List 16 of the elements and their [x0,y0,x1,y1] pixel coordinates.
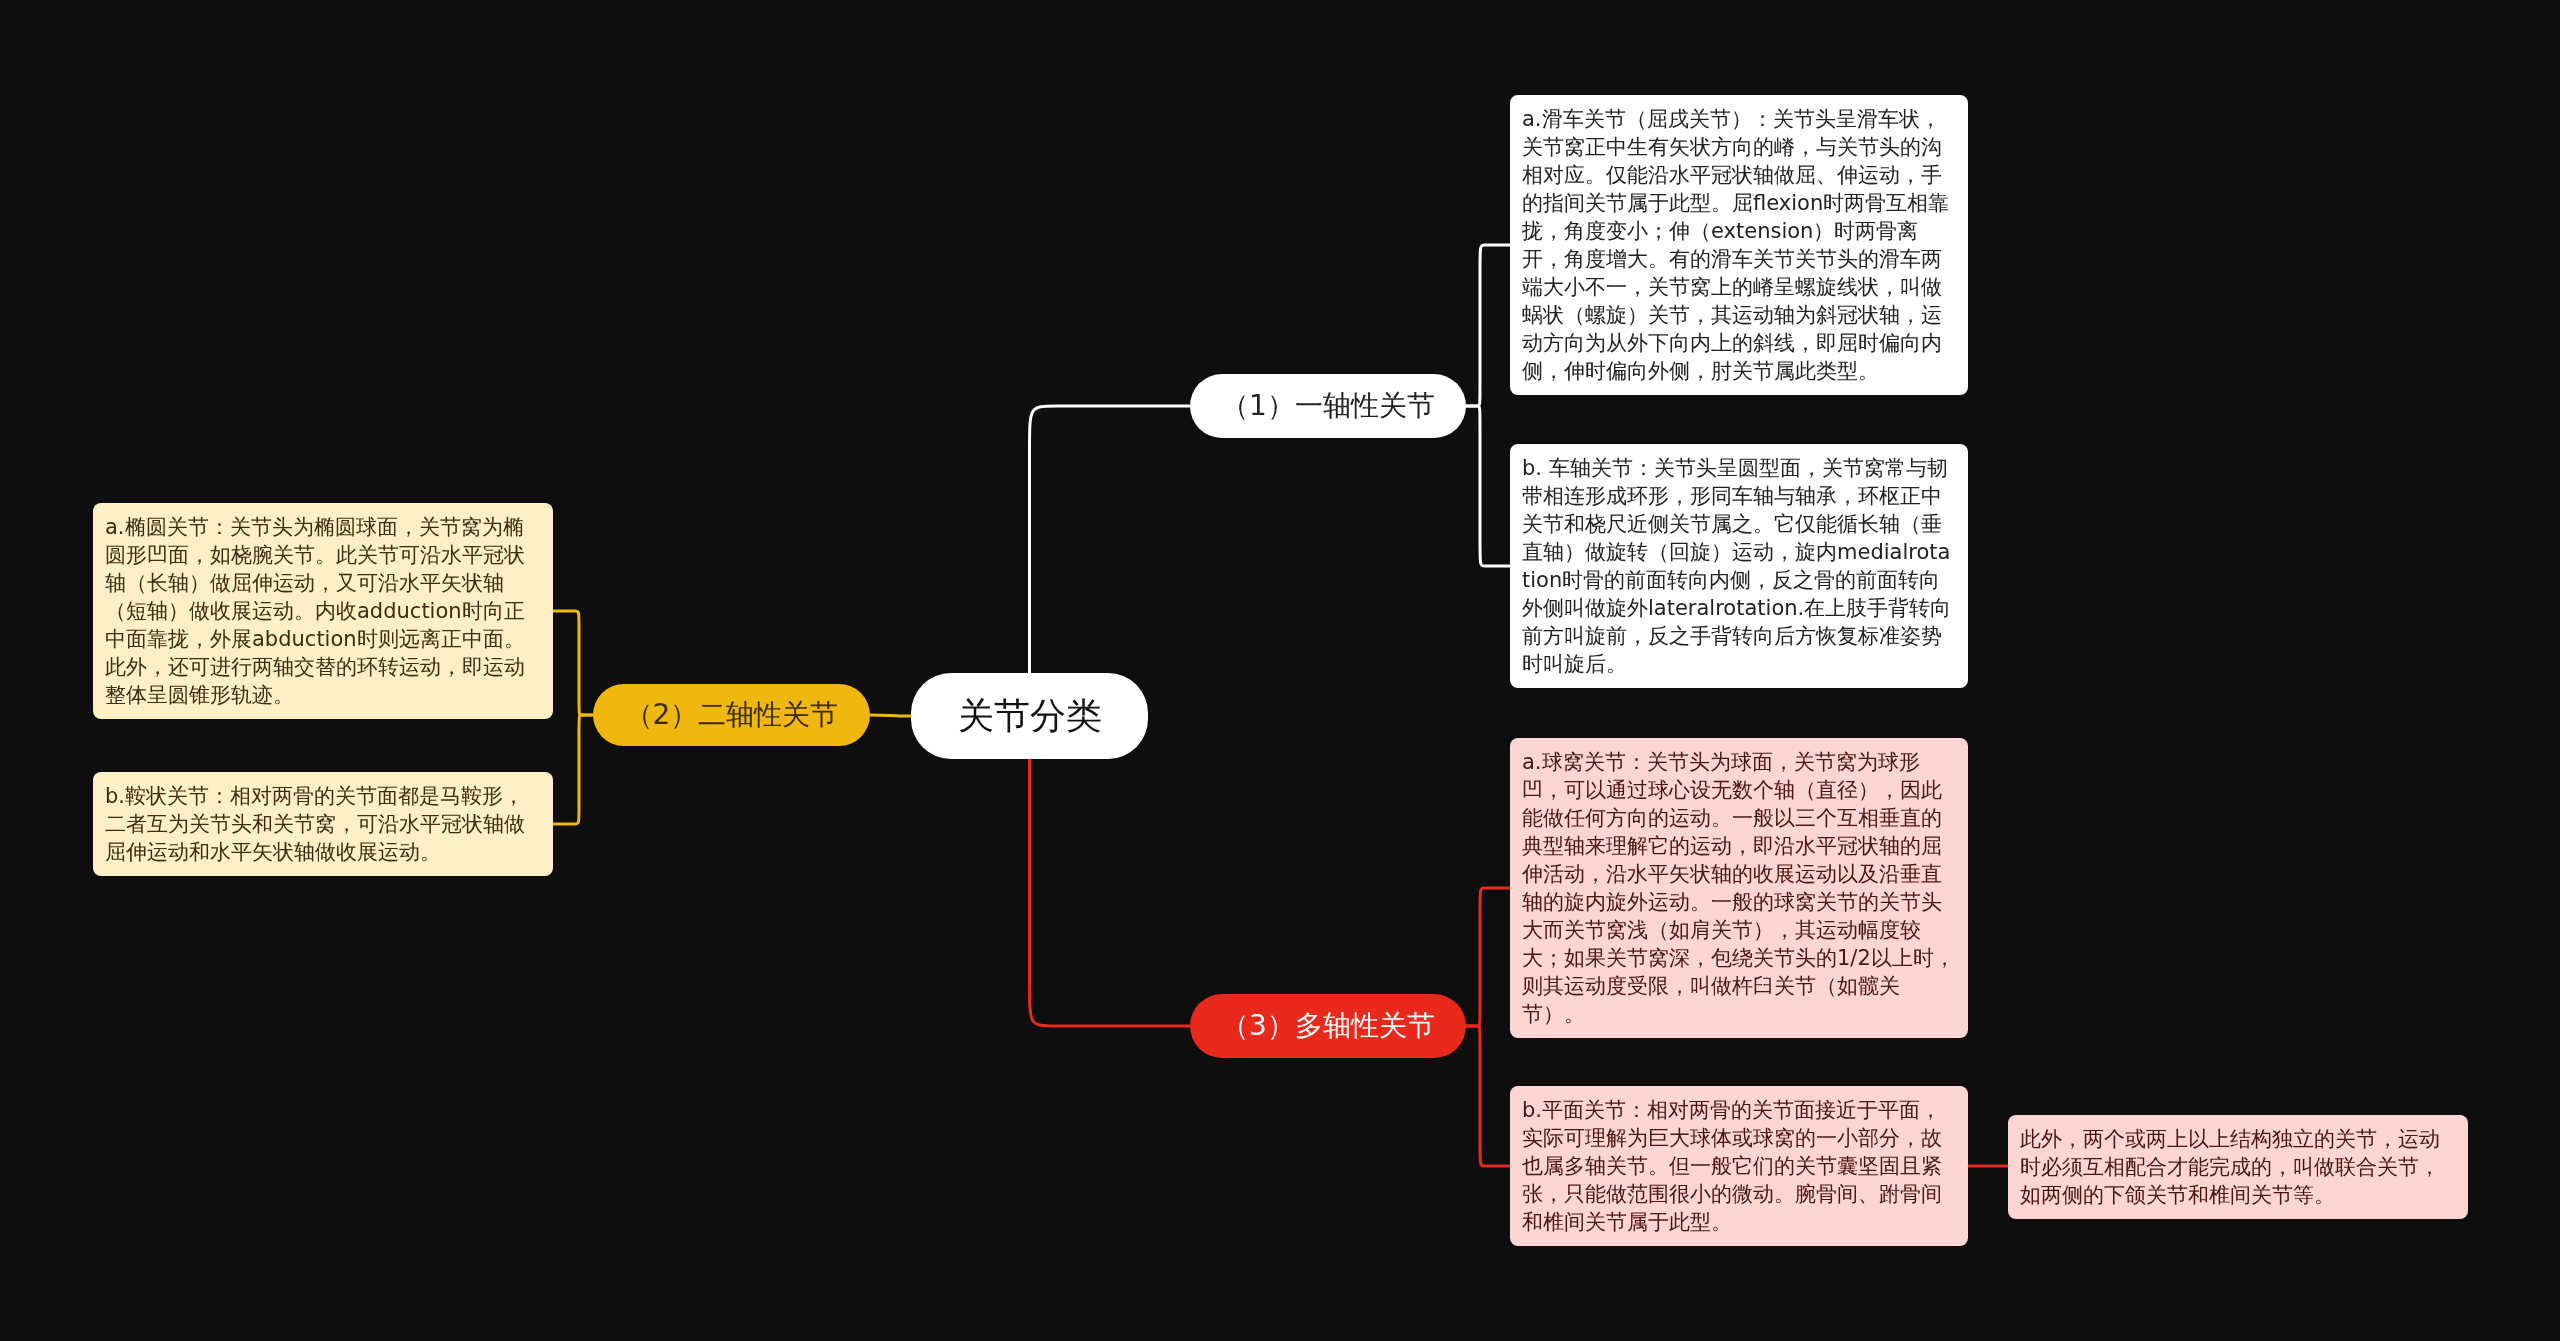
connector-line [1028,404,1190,673]
note-card: a.球窝关节：关节头为球面，关节窝为球形凹，可以通过球心设无数个轴（直径），因此能做任何方向的运动。一般以三个互相垂直的典型轴来理解它的运动，即沿水平冠状轴的屈伸活动，沿水平矢状轴的收展运动以及沿垂直轴的旋内旋外运动。一般的球窝关节的关节头大而关节窝浅（如肩关节），其运动幅度较大；如果关节窝深，包绕关节头的1/2以上时，则其运动度受限，叫做杵臼关节（如髋关节）。 [1510,738,1968,1038]
topic-pill: （2）二轴性关节 [593,684,870,746]
note-card: b.鞍状关节：相对两骨的关节面都是马鞍形，二者互为关节头和关节窝，可沿水平冠状轴做屈伸运动和水平矢状轴做收展运动。 [93,772,553,876]
connector-line [1028,759,1190,1028]
connector-line [870,713,911,718]
topic-pill: （3）多轴性关节 [1190,994,1466,1058]
note-card: b.平面关节：相对两骨的关节面接近于平面，实际可理解为巨大球体或球窝的一小部分，故也属多轴关节。但一般它们的关节囊坚固且紧张，只能做范围很小的微动。腕骨间、跗骨间和椎间关节属于此型。 [1510,1086,1968,1246]
topic-pill: （1）一轴性关节 [1190,374,1466,438]
connector-line [1968,1164,2008,1168]
note-card: a.椭圆关节：关节头为椭圆球面，关节窝为椭圆形凹面，如桡腕关节。此关节可沿水平冠状轴（长轴）做屈伸运动，又可沿水平矢状轴（短轴）做收展运动。内收adduction时向正中面靠拢，外展abduction时则远离正中面。此外，还可进行两轴交替的环转运动，即运动整体呈圆锥形轨迹。 [93,503,553,719]
note-card: a.滑车关节（屈戌关节）：关节头呈滑车状，关节窝正中生有矢状方向的嵴，与关节头的沟相对应。仅能沿水平冠状轴做屈、伸运动，手的指间关节属于此型。屈flexion时两骨互相靠拢，角度变小；伸（extension）时两骨离开，角度增大。有的滑车关节关节头的滑车两端大小不一，关节窝上的嵴呈螺旋线状，叫做蜗状（螺旋）关节，其运动轴为斜冠状轴，运动方向为从外下向内上的斜线，即屈时偏向内侧，伸时偏向外侧，肘关节属此类型。 [1510,95,1968,395]
note-card: b. 车轴关节：关节头呈圆型面，关节窝常与韧带相连形成环形，形同车轴与轴承，环枢正中关节和桡尺近侧关节属之。它仅能循长轴（垂直轴）做旋转（回旋）运动，旋内medialrotation时骨的前面转向内侧，反之骨的前面转向外侧叫做旋外lateralrotation.在上肢手背转向前方叫旋前，反之手背转向后方恢复标准姿势时叫旋后。 [1510,444,1968,688]
root-topic-pill: 关节分类 [911,673,1148,759]
note-card: 此外，两个或两上以上结构独立的关节，运动时必须互相配合才能完成的，叫做联合关节，如两侧的下颌关节和椎间关节等。 [2008,1115,2468,1219]
connector-line [553,713,593,826]
